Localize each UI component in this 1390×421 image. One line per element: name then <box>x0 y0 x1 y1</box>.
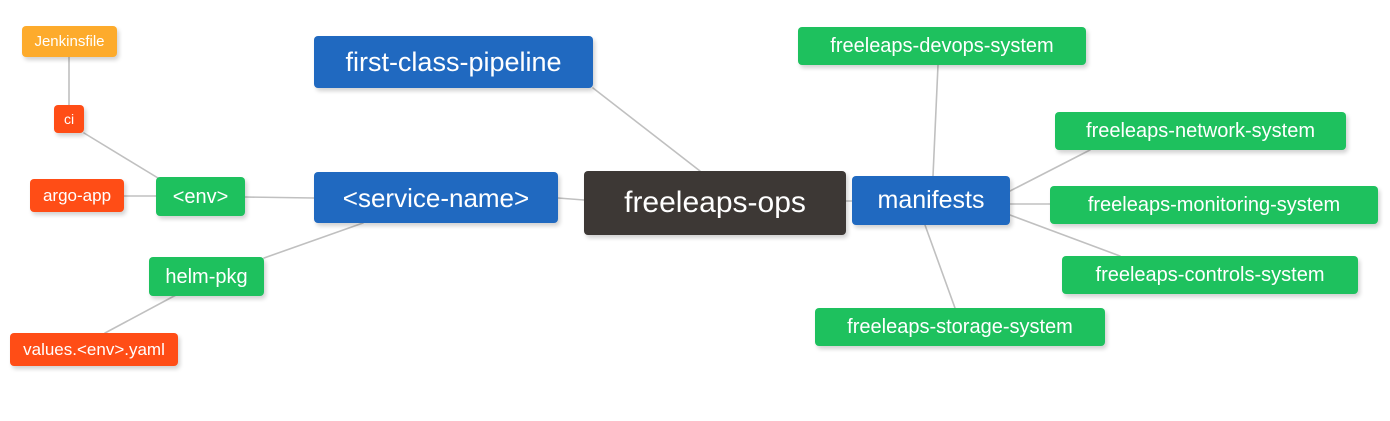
edge-helm-pkg-to-values-env-yaml <box>104 294 177 334</box>
edge-manifests-to-freeleaps-devops-system <box>932 64 939 177</box>
node-label-freeleaps-controls-system: freeleaps-controls-system <box>1095 264 1325 286</box>
node-argo-app[interactable]: argo-app <box>30 179 124 212</box>
node-label-service-name: <service-name> <box>342 182 530 213</box>
node-freeleaps-controls-system[interactable]: freeleaps-controls-system <box>1062 256 1358 294</box>
node-values-env-yaml[interactable]: values.<env>.yaml <box>10 333 178 366</box>
node-freeleaps-network-system[interactable]: freeleaps-network-system <box>1055 112 1346 150</box>
node-label-ci: ci <box>63 111 75 127</box>
node-label-values-env-yaml: values.<env>.yaml <box>23 340 165 359</box>
node-service-name[interactable]: <service-name> <box>314 172 558 223</box>
node-label-freeleaps-storage-system: freeleaps-storage-system <box>847 316 1073 338</box>
edge-ci-to-env <box>83 132 159 179</box>
node-label-env: <env> <box>172 185 229 208</box>
node-label-manifests: manifests <box>877 186 985 214</box>
node-label-freeleaps-ops: freeleaps-ops <box>624 186 806 219</box>
edge-service-name-to-freeleaps-ops <box>557 197 585 201</box>
node-label-first-class-pipeline: first-class-pipeline <box>345 46 562 77</box>
node-label-argo-app: argo-app <box>42 186 112 205</box>
node-freeleaps-storage-system[interactable]: freeleaps-storage-system <box>815 308 1105 346</box>
node-jenkinsfile[interactable]: Jenkinsfile <box>22 26 117 57</box>
node-helm-pkg[interactable]: helm-pkg <box>149 257 264 296</box>
node-label-helm-pkg: helm-pkg <box>165 265 248 288</box>
node-freeleaps-devops-system[interactable]: freeleaps-devops-system <box>798 27 1086 65</box>
node-ci[interactable]: ci <box>54 105 84 133</box>
node-first-class-pipeline[interactable]: first-class-pipeline <box>314 36 593 88</box>
node-label-freeleaps-network-system: freeleaps-network-system <box>1086 120 1315 142</box>
edge-first-class-pipeline-to-freeleaps-ops <box>592 87 701 172</box>
node-label-jenkinsfile: Jenkinsfile <box>34 33 105 50</box>
edge-manifests-to-freeleaps-storage-system <box>924 224 956 309</box>
edge-service-name-to-helm-pkg <box>263 222 364 259</box>
node-freeleaps-ops[interactable]: freeleaps-ops <box>584 171 846 235</box>
edge-env-to-service-name <box>244 196 315 199</box>
node-env[interactable]: <env> <box>156 177 245 216</box>
node-label-freeleaps-monitoring-system: freeleaps-monitoring-system <box>1087 194 1341 216</box>
node-label-freeleaps-devops-system: freeleaps-devops-system <box>830 35 1054 57</box>
node-freeleaps-monitoring-system[interactable]: freeleaps-monitoring-system <box>1050 186 1378 224</box>
node-manifests[interactable]: manifests <box>852 176 1010 225</box>
edge-manifests-to-freeleaps-network-system <box>1009 149 1091 192</box>
